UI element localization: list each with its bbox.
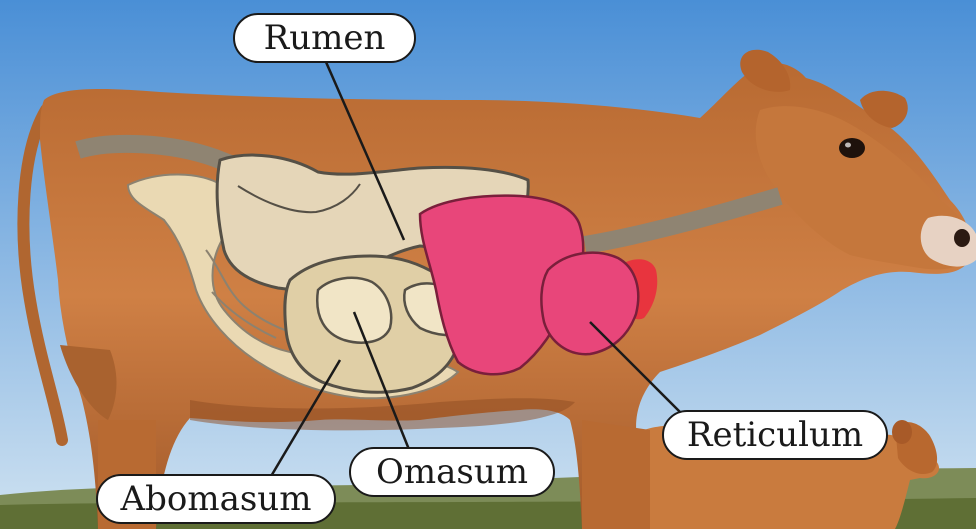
omasum-label: Omasum	[349, 447, 555, 497]
reticulum-label: Reticulum	[662, 410, 888, 460]
abomasum-label: Abomasum	[96, 474, 336, 524]
rumen-label: Rumen	[233, 13, 416, 63]
